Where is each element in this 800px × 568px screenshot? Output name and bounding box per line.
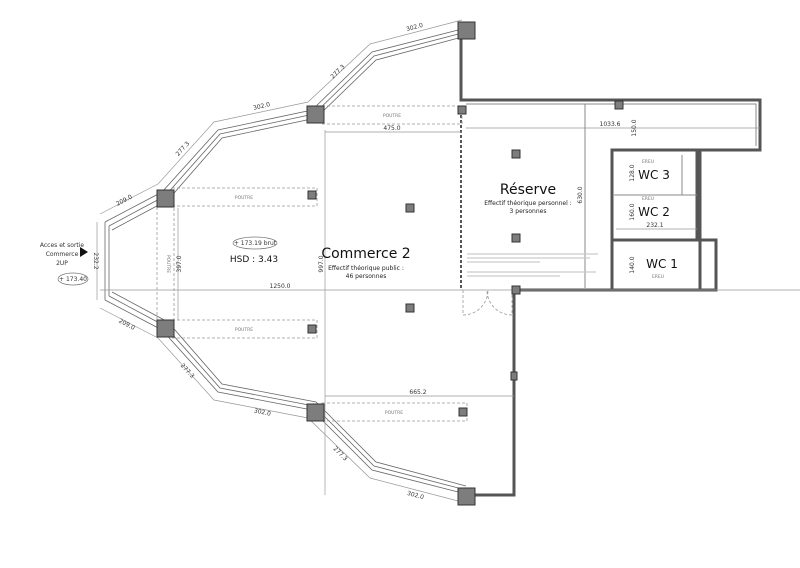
entrance-arrow-icon — [80, 247, 88, 257]
facade-left — [96, 222, 110, 300]
ereu-label: EREU — [652, 274, 664, 280]
level-marker-outline — [232, 236, 278, 250]
dim-1033: 1033.6 — [600, 121, 621, 128]
pillar — [306, 403, 325, 422]
dim-bottom-5: 302.0 — [406, 490, 425, 501]
pillars — [156, 21, 624, 506]
dim-475: 475.0 — [383, 125, 400, 132]
pillar-small — [511, 233, 521, 243]
beam-label: POUTRE — [235, 195, 253, 201]
pillar-small — [405, 203, 415, 213]
reserve-occupancy-1: Effectif théorique personnel : — [484, 200, 571, 207]
room-name-commerce: Commerce 2 — [321, 246, 410, 262]
pillar-small — [405, 303, 415, 313]
ereu-label: EREU — [642, 159, 654, 165]
entrance-label-line1: Acces et sortie — [40, 242, 85, 249]
dim-bottom-4: 277.3 — [332, 445, 349, 462]
pillar-small — [510, 371, 518, 381]
dim-1250: 1250.0 — [270, 283, 291, 290]
room-name-reserve: Réserve — [500, 182, 556, 198]
commerce-occupancy-1: Effectif théorique public : — [328, 265, 404, 272]
pillar-small — [614, 100, 624, 110]
beams — [156, 105, 468, 422]
dim-997: 997.0 — [318, 255, 325, 272]
ereu-label: EREU — [642, 196, 654, 202]
beam-label: POUTRE — [383, 113, 401, 119]
dim-397: 397.0 — [176, 255, 183, 272]
facade-bottom — [99, 291, 467, 503]
pillar — [156, 189, 175, 208]
dim-bottom-3: 302.0 — [253, 407, 271, 417]
pillar — [457, 487, 476, 506]
room-name-wc2: WC 2 — [638, 205, 670, 219]
beam-label: POUTRE — [235, 327, 253, 333]
dim-wc2-160: 160.0 — [629, 203, 636, 220]
pillar-small — [457, 105, 467, 115]
dim-top-5: 209.0 — [115, 193, 134, 207]
dim-wc3-128: 128.0 — [629, 164, 636, 181]
entrance-label-line3: 2UP — [56, 260, 68, 267]
dim-left: 232.2 — [92, 252, 99, 269]
level-marker-outline — [57, 272, 89, 286]
pillar — [457, 21, 476, 40]
floor-level: + 173.19 brut — [234, 240, 277, 247]
dim-top-2: 277.3 — [329, 63, 346, 80]
dim-top-4: 277.3 — [175, 140, 192, 158]
entrance-label-line2: Commerce — [46, 251, 79, 258]
pillar-small — [307, 190, 317, 200]
dim-wc1-140: 140.0 — [629, 256, 636, 273]
dim-top-3: 302.0 — [253, 101, 271, 112]
dim-630: 630.0 — [577, 186, 584, 203]
pillar-small — [458, 407, 468, 417]
door-swing — [462, 289, 513, 316]
dim-665: 665.2 — [409, 389, 426, 396]
dimension-lines — [100, 127, 800, 495]
pillar-small — [511, 149, 521, 159]
dim-bottom-1: 209.0 — [117, 318, 136, 332]
dim-wc2-width: 232.1 — [646, 222, 663, 229]
hsd-label: HSD : 3.43 — [230, 255, 278, 265]
reserve-occupancy-2: 3 personnes — [510, 208, 547, 215]
dim-150: 150.0 — [631, 119, 638, 136]
room-name-wc1: WC 1 — [646, 257, 678, 271]
pillar-small — [511, 285, 521, 295]
pillar-small — [307, 324, 317, 334]
dim-top-1: 302.0 — [405, 22, 424, 33]
beam-label: POUTRE — [165, 255, 171, 273]
notes-block — [467, 253, 598, 277]
entrance-level: + 173.40 — [59, 276, 87, 283]
pillar — [306, 105, 325, 124]
facade-top — [99, 19, 467, 231]
beam-label: POUTRE — [385, 410, 403, 416]
room-name-wc3: WC 3 — [638, 168, 670, 182]
pillar — [156, 319, 175, 338]
commerce-occupancy-2: 46 personnes — [346, 273, 387, 280]
